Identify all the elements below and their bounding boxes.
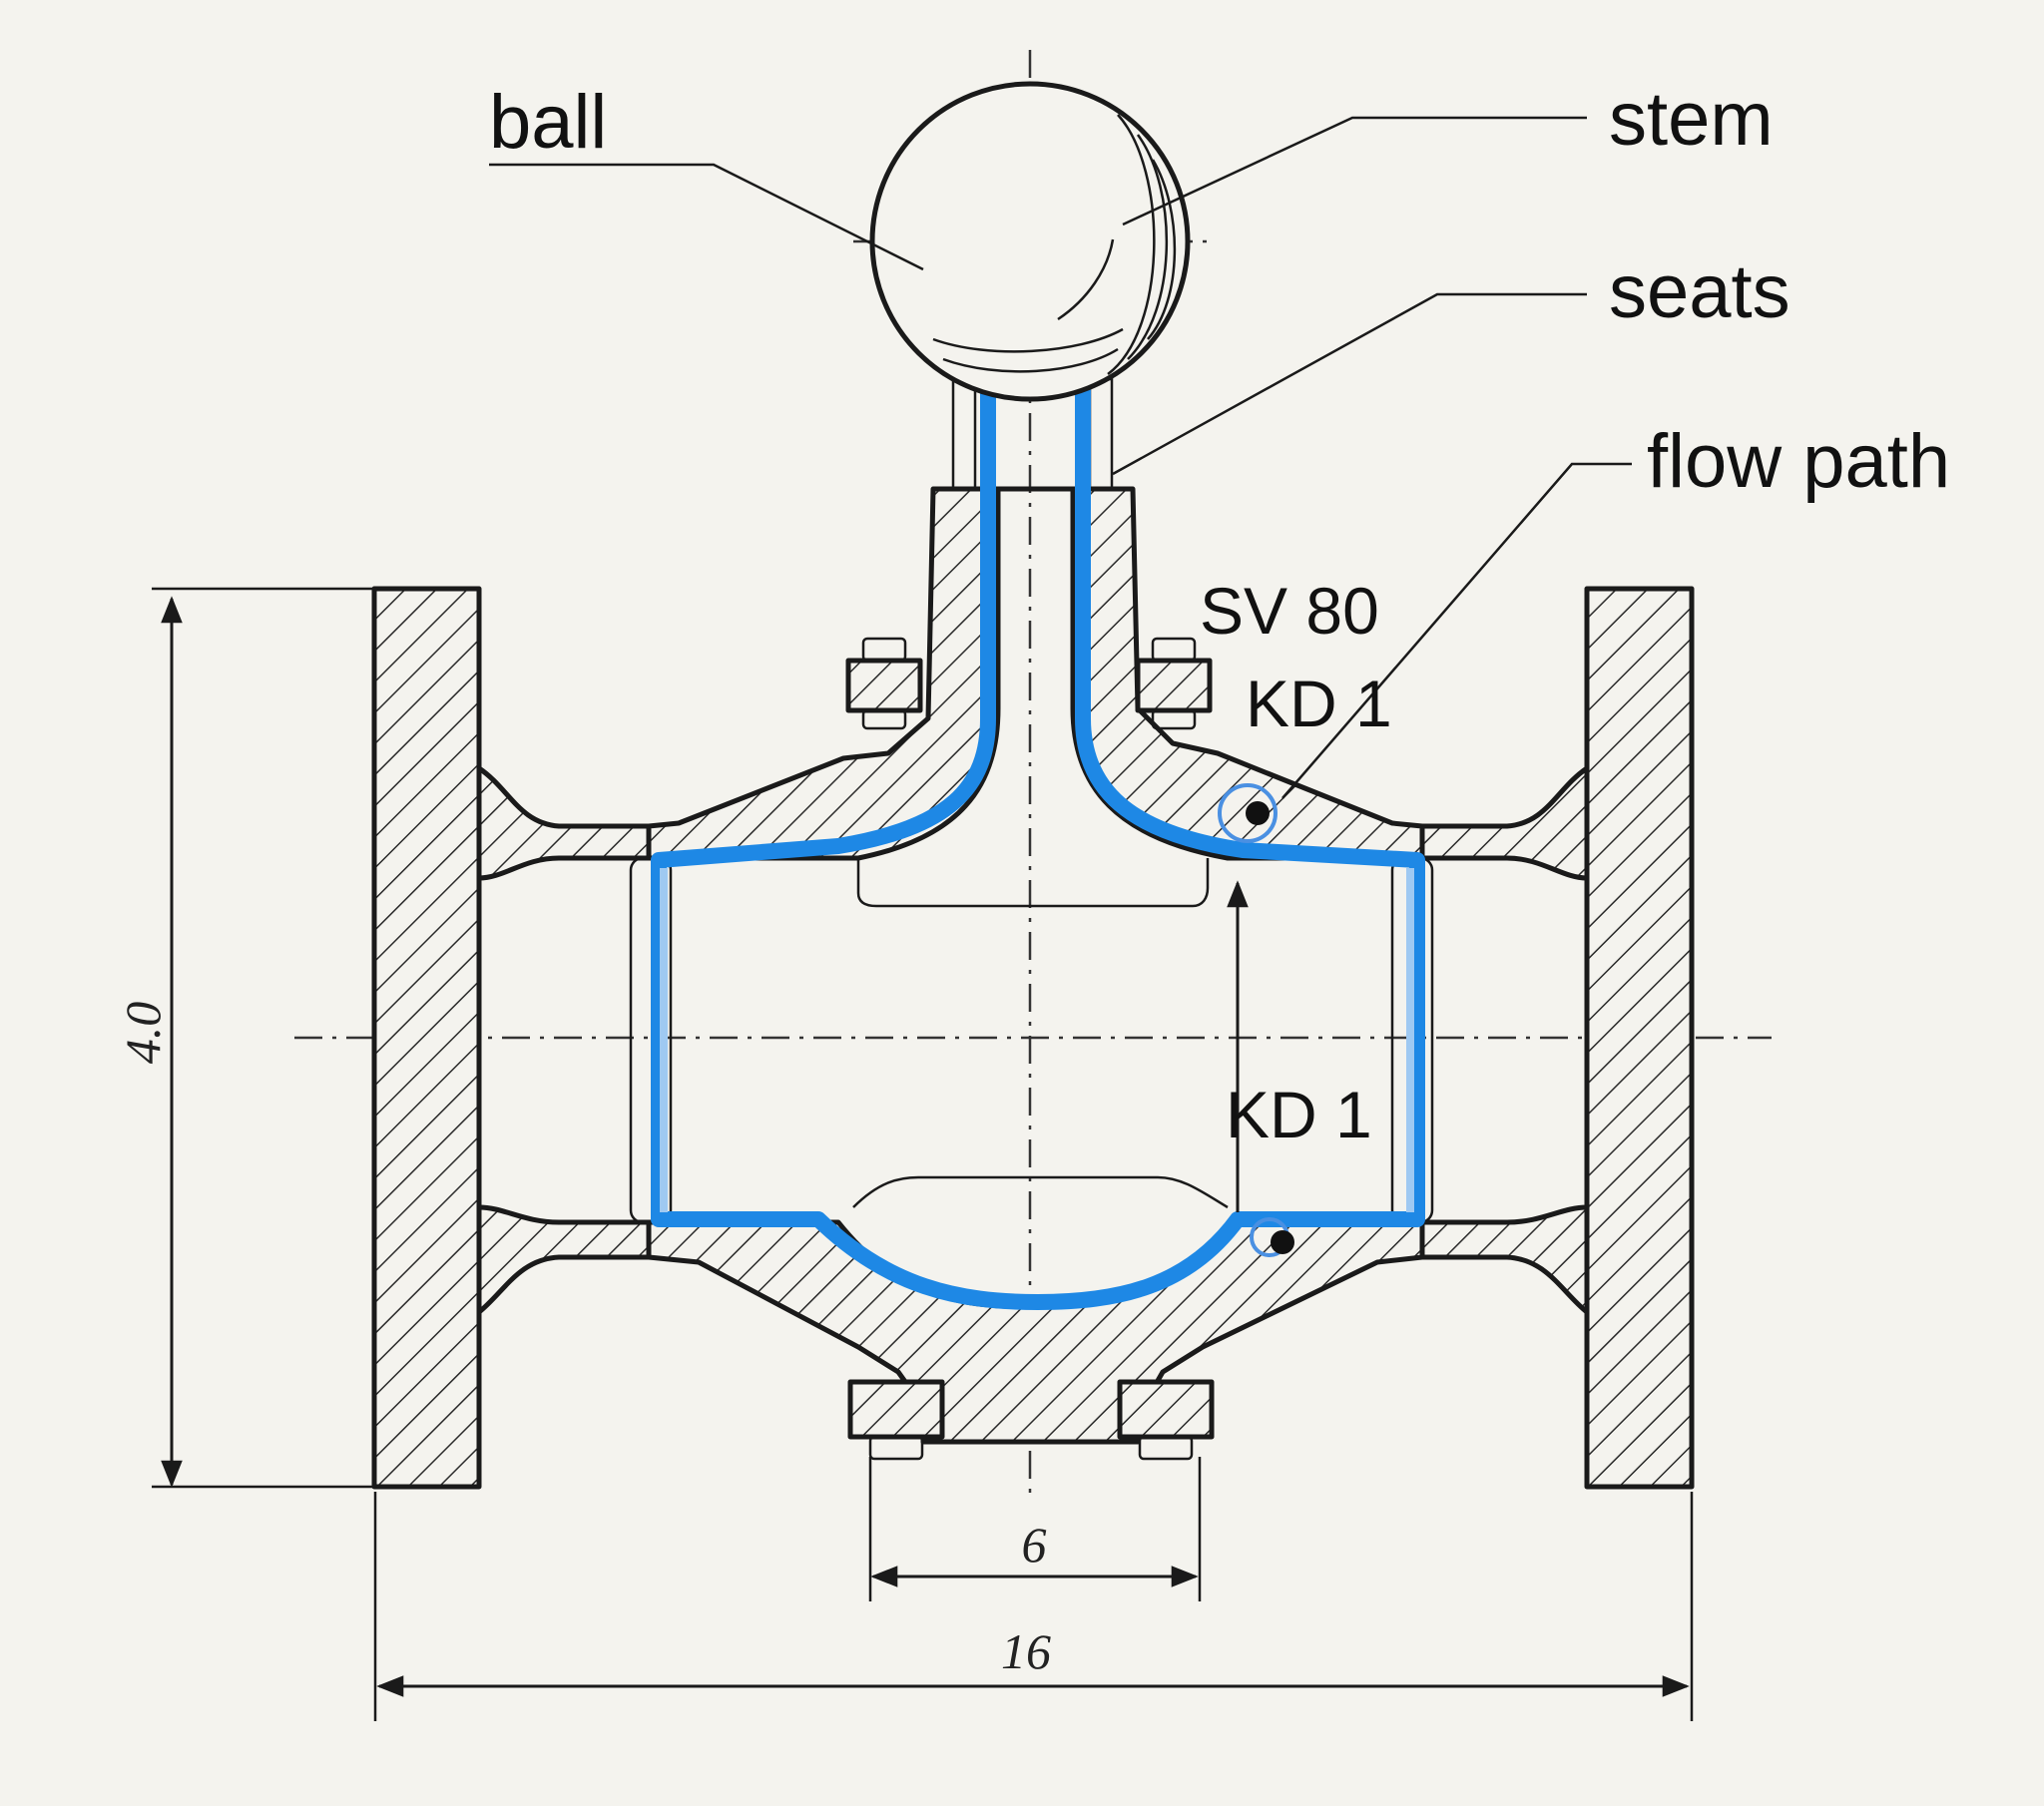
bolt-bottom-right [1117,1379,1215,1461]
right-neck-lower [1419,1204,1590,1315]
upper-body [646,486,1001,861]
stem-leader [1122,116,1587,226]
flow-path-label: flow path [1647,419,1950,504]
left-neck-upper [476,765,652,881]
flow-path-highlight [660,868,1414,1212]
port-upper [1218,783,1278,843]
height-dimension-label: 4.0 [115,1002,171,1065]
lower-body [646,1219,1425,1445]
left-flange [371,586,482,1490]
seats-label: seats [1609,249,1790,334]
left-seat-ring [629,856,673,1224]
lower-cavity [852,1175,1229,1209]
left-neck-lower [476,1204,652,1315]
overall-length-label: 16 [1001,1623,1051,1679]
kd1-lower-label: KD 1 [1226,1078,1372,1151]
upper-cavity [856,858,1210,908]
right-flange [1584,586,1695,1490]
ball-leader [489,163,924,271]
ball-shape [869,81,1191,402]
bolt-bottom-left [847,1379,945,1461]
right-neck-upper [1419,765,1590,881]
stem-tube-left [951,377,977,491]
upper-body-right [1070,486,1425,861]
bolt-spacing-label: 6 [1022,1517,1047,1573]
flow-path-line [651,381,1425,1310]
ball-label: ball [489,80,607,165]
stem-label: stem [1609,77,1774,162]
sv80-label: SV 80 [1200,574,1379,648]
seats-leader [1112,292,1587,476]
bolt-top-right [1135,637,1213,730]
flow-path-leader [1281,462,1632,799]
kd1-upper-label: KD 1 [1246,667,1392,740]
stem-tube-right [1088,377,1114,491]
port-lower [1250,1217,1294,1257]
bolt-top-left [845,637,923,730]
